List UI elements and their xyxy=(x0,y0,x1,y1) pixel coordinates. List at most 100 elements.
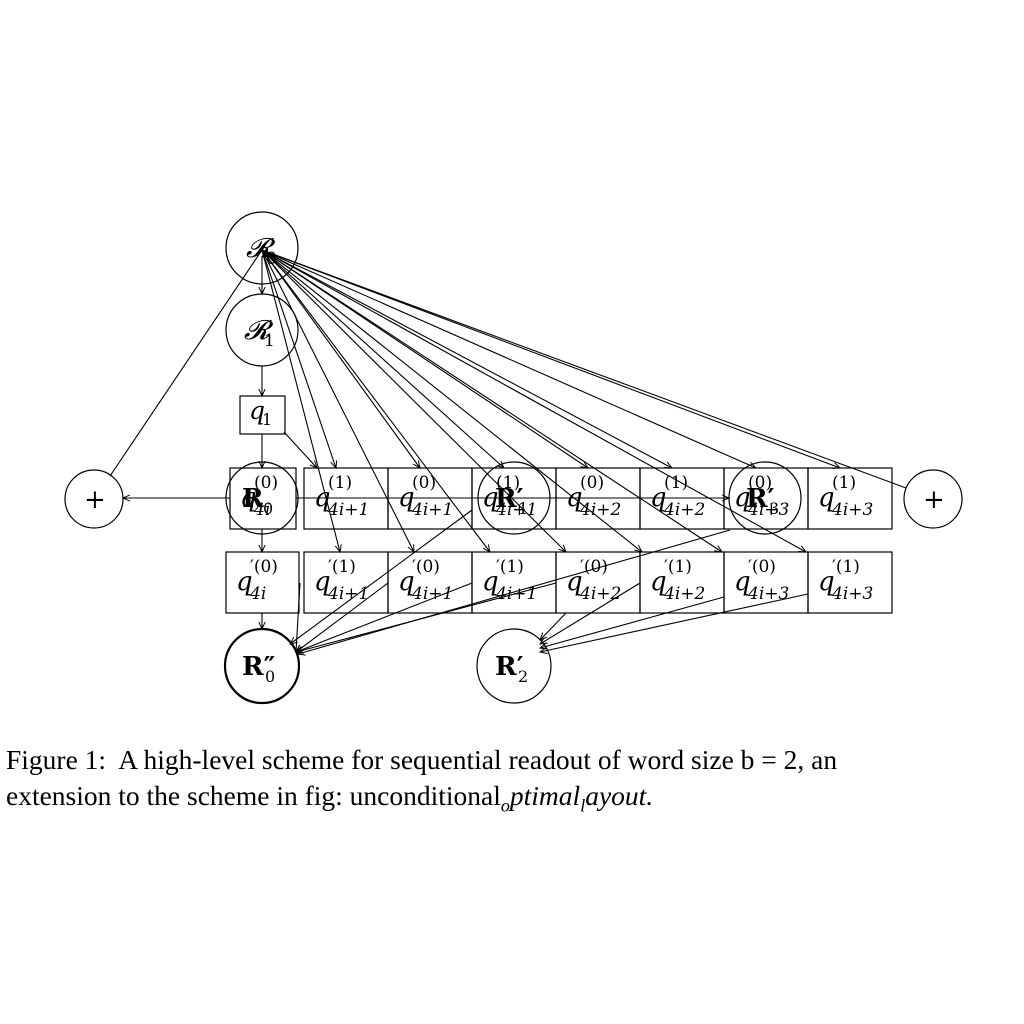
q-superscript: ′(0) xyxy=(412,557,440,577)
edge-r0-fan-0 xyxy=(261,249,336,468)
q-superscript: (0) xyxy=(412,473,436,493)
q-base: q xyxy=(818,483,835,513)
edge-r0-row2-1 xyxy=(261,249,414,552)
figure-caption: Figure 1: A high-level scheme for sequen… xyxy=(6,742,1024,824)
rbig3-label: R′ xyxy=(746,484,775,514)
q-subscript: 4i+1 xyxy=(327,500,369,520)
node-r-out-2: R′ 2 xyxy=(476,628,552,704)
q-subscript: 4i+3 xyxy=(747,500,789,520)
rout0-label: R″ xyxy=(242,652,275,682)
row2-cell-0: q′(0) 4i xyxy=(225,551,300,614)
edge-row2-rout2-3 xyxy=(540,593,809,652)
row1-cell-2: q(0) 4i+1 xyxy=(387,467,473,530)
caption-sub-2: l xyxy=(580,795,586,816)
q-subscript: 4i+2 xyxy=(663,584,705,604)
edge-r0-row2-5 xyxy=(261,249,722,552)
q-superscript: (0) xyxy=(748,473,772,493)
row1-cell-7: q(1)4i+3 xyxy=(807,467,893,530)
rbig0-label: R xyxy=(242,484,264,514)
r0-sub: 0 xyxy=(266,249,277,269)
rbig3-sub: 3 xyxy=(769,499,779,518)
caption-line-2-mid: ptimal xyxy=(509,780,581,811)
rout0-sub: 0 xyxy=(265,667,275,686)
q-base: q xyxy=(566,567,583,597)
q-subscript: 4i+1 xyxy=(411,584,453,604)
q-superscript: (1) xyxy=(664,473,688,493)
q-subscript: 4i+1 xyxy=(495,584,537,604)
row1-cell-0: q(0)4i xyxy=(229,467,297,530)
q-superscript: ′(0) xyxy=(580,557,608,577)
rbig0-sub: 0 xyxy=(263,499,273,518)
q-subscript: 4i+3 xyxy=(831,584,873,604)
row2-cell-3: q′(1) 4i+1 xyxy=(471,551,557,614)
q-superscript: ′(1) xyxy=(328,557,356,577)
caption-line-2-end: ayout. xyxy=(585,780,654,811)
row2-cell-1: q′(1)4i+1 xyxy=(303,551,389,614)
node-r0: 𝓡 0 xyxy=(225,211,299,285)
q-base: q xyxy=(482,483,499,513)
node-r-big-0: R 0 xyxy=(225,461,299,535)
edge-r0-fan-5 xyxy=(261,249,756,469)
r1-label: 𝓡 xyxy=(244,315,274,346)
node-r-out-0: R″ 0 xyxy=(223,627,301,705)
q-subscript: 4i+1 xyxy=(411,500,453,520)
caption-line-1: Figure 1: A high-level scheme for sequen… xyxy=(6,744,838,775)
row2-cell-2: q′(0) 4i+1 xyxy=(387,551,473,614)
rout2-sub: 2 xyxy=(518,667,528,686)
q-subscript: 4i xyxy=(253,500,270,520)
rbig1-label: R′ xyxy=(495,484,524,514)
q-superscript: ′(1) xyxy=(496,557,524,577)
q-subscript: 4i+3 xyxy=(747,584,789,604)
edge-r0-fan-3 xyxy=(261,249,588,468)
q-subscript: 4i+3 xyxy=(831,500,873,520)
edge-r0-row2-3 xyxy=(261,249,566,552)
node-plus-left: + xyxy=(64,469,124,529)
q1-sub: 1 xyxy=(262,410,272,429)
q-subscript: 4i xyxy=(249,584,266,604)
node-r-big-1: R′ 1 xyxy=(477,461,551,535)
q-base: q xyxy=(818,567,835,597)
row2-cell-7: q′(1)4i+3 xyxy=(807,551,893,614)
rbig1-sub: 1 xyxy=(518,499,528,518)
plus-left-label: + xyxy=(84,485,106,515)
q-base: q xyxy=(240,483,257,513)
row2-cell-6: q′(0)4i+3 xyxy=(723,551,809,614)
edge-r0-row2-4 xyxy=(261,249,642,552)
edge-q1-cell1 xyxy=(283,431,317,468)
q-base: q xyxy=(482,567,499,597)
q-superscript: ′(1) xyxy=(664,557,692,577)
edge-row2-rout2-2 xyxy=(540,596,725,648)
edge-r0-fan-6 xyxy=(261,249,840,468)
row2-cell-5: q′(1)4i+2 xyxy=(639,551,725,614)
edge-r0-row2-0 xyxy=(261,249,340,552)
q-superscript: (1) xyxy=(496,473,520,493)
q-base: q xyxy=(398,567,415,597)
q-base: q xyxy=(314,567,331,597)
edge-r0-fan-4 xyxy=(261,249,672,468)
q-base: q xyxy=(236,567,253,597)
node-q1: q 1 xyxy=(239,395,286,435)
node-plus-right: + xyxy=(903,469,963,529)
q-superscript: ′(0) xyxy=(250,557,278,577)
q-subscript: 4i+2 xyxy=(579,500,621,520)
edge-r0-fan-7 xyxy=(261,249,907,489)
row1-cell-5: q(1)4i+2 xyxy=(639,467,725,530)
rout2-label: R′ xyxy=(495,652,524,682)
q-base: q xyxy=(398,483,415,513)
edge-row2-rout2-0 xyxy=(540,612,567,640)
r1-sub: 1 xyxy=(264,331,275,351)
q-subscript: 4i+2 xyxy=(663,500,705,520)
edge-row1-rout0-far xyxy=(298,529,731,654)
edge-r0-plus-left xyxy=(109,249,263,477)
edge-row2-rout0-1 xyxy=(296,582,389,652)
q-base: q xyxy=(734,483,751,513)
node-r-big-3: R′ 3 xyxy=(728,461,802,535)
edge-row1-rout0 xyxy=(290,509,473,644)
edge-r0-row2-6 xyxy=(261,249,806,552)
edges xyxy=(109,249,907,654)
node-r1: 𝓡 1 xyxy=(225,293,299,367)
edge-row2-rout0-2 xyxy=(296,582,473,652)
